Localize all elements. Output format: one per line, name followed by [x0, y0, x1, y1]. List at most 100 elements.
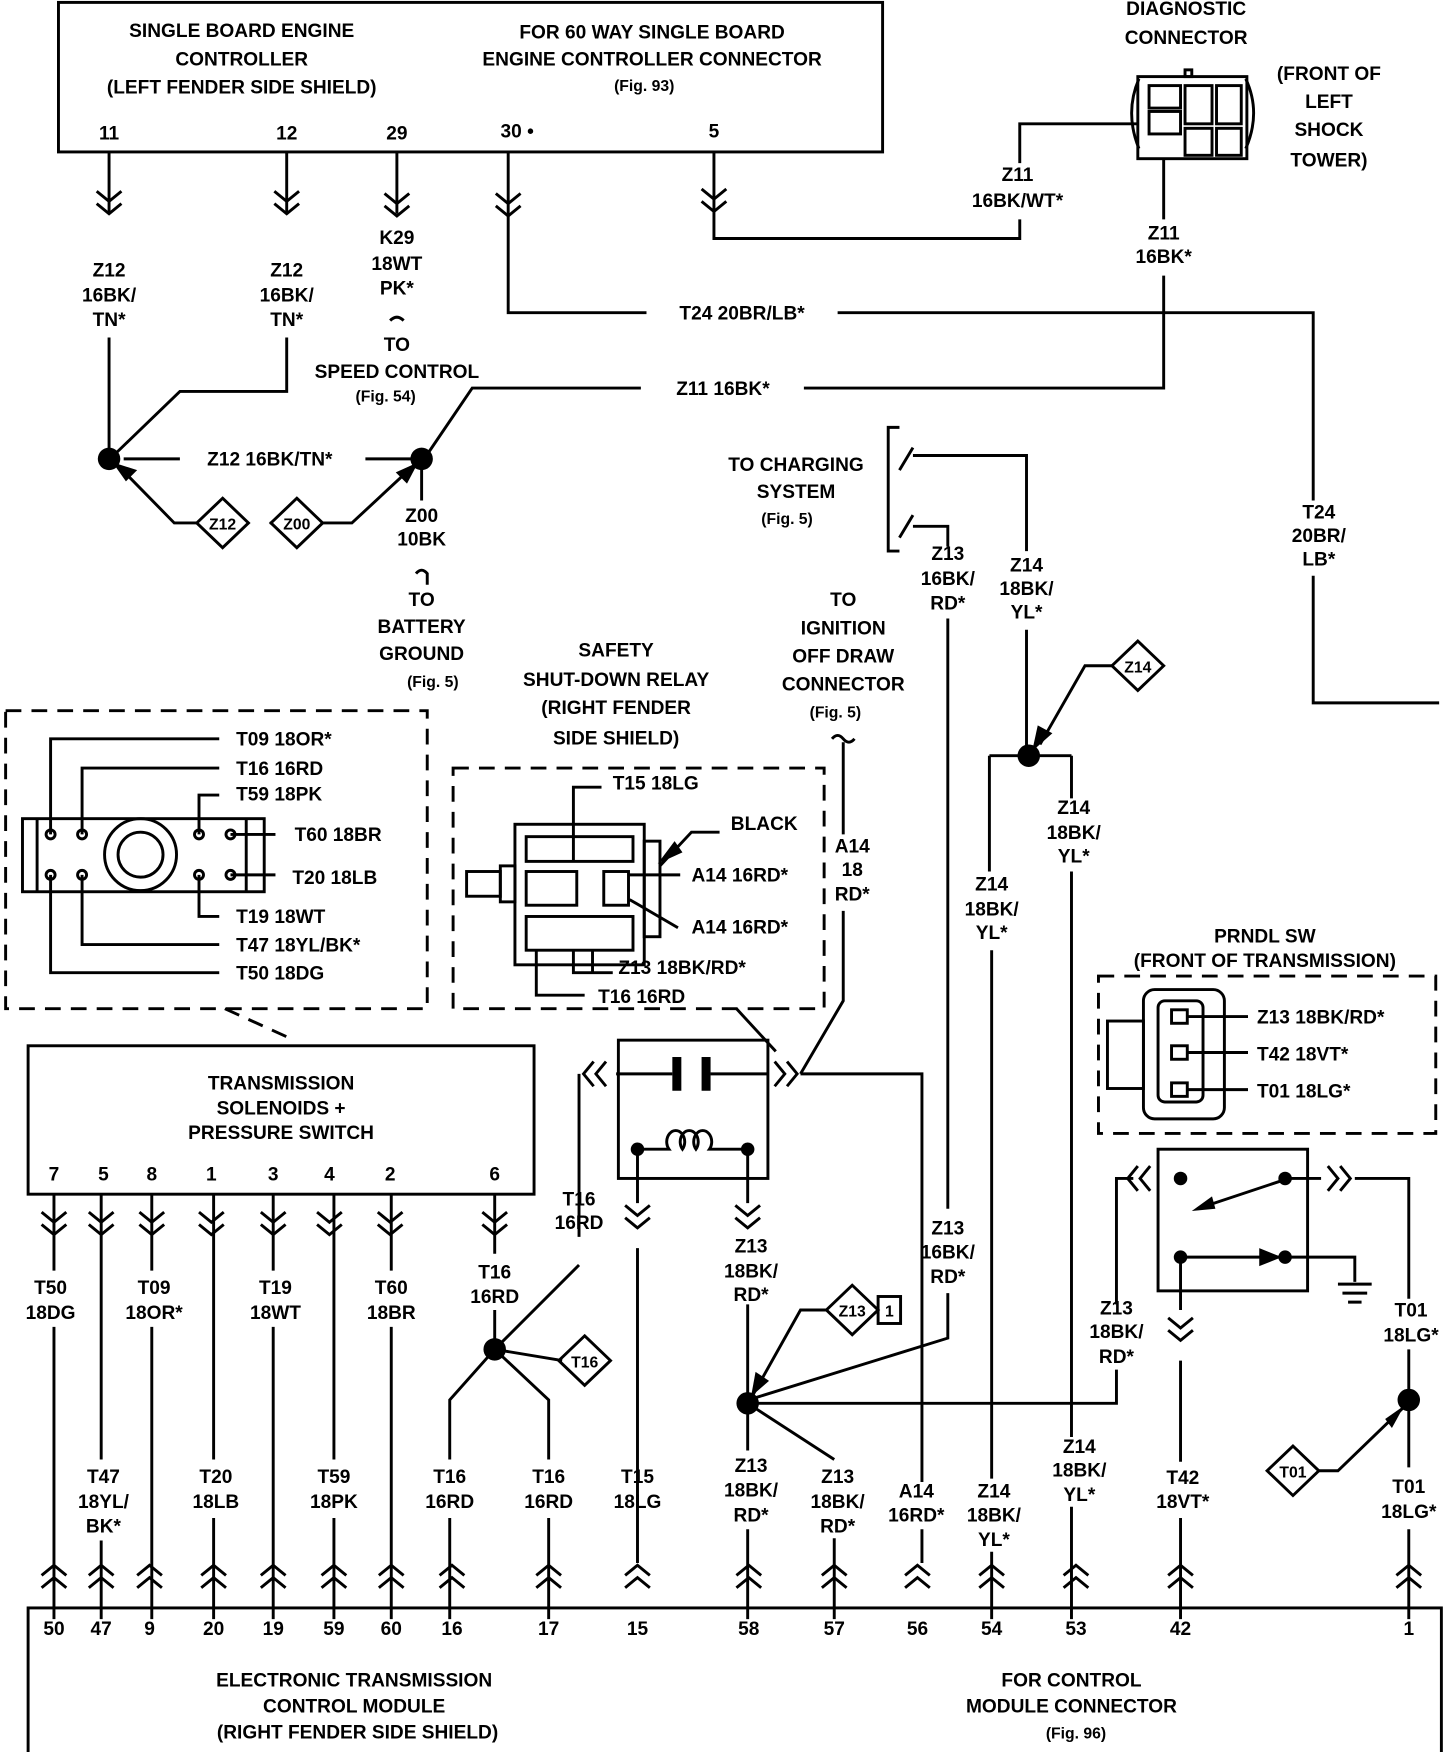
diag-location: (FRONT OF	[1277, 64, 1381, 85]
relay-wire-label: T16 16RD	[598, 987, 685, 1008]
speed-control-ref: (Fig. 54)	[355, 389, 415, 406]
wire-label: 16BK/	[260, 285, 315, 306]
prndl-title: (FRONT OF TRANSMISSION)	[1134, 951, 1396, 972]
etcm-pin: 57	[824, 1619, 845, 1640]
connector-chevron-icon	[95, 190, 123, 216]
connector-wire-label: T59 18PK	[236, 785, 322, 806]
transmission-pin: 8	[146, 1165, 157, 1186]
transmission-pin: 7	[49, 1165, 60, 1186]
ignition-off-draw-wiring: TO IGNITION OFF DRAW CONNECTOR (Fig. 5) …	[782, 590, 905, 1075]
ecm-pin: 11	[99, 124, 120, 145]
splice-t01	[1264, 1444, 1321, 1498]
wire-label: T15	[621, 1467, 654, 1488]
diag-location: TOWER)	[1290, 151, 1367, 172]
connector-chevron-icon	[494, 192, 522, 218]
diagnostic-connector: DIAGNOSTIC CONNECTOR (FRONT OF LEFT SHOC…	[1125, 0, 1381, 172]
wire-label: T09	[138, 1278, 171, 1299]
connector-pin	[44, 828, 57, 841]
relay-wire-label: A14 16RD*	[691, 866, 788, 887]
wire-label: 18BK/	[1047, 823, 1102, 844]
wire-label: T50	[34, 1278, 67, 1299]
etcm-pin: 42	[1170, 1619, 1191, 1640]
connector-chevron-icon	[198, 1211, 225, 1237]
wire-label: 18DG	[26, 1303, 76, 1324]
connector-chevron-icon	[481, 1211, 508, 1237]
etcm-title: ELECTRONIC TRANSMISSION	[216, 1671, 492, 1692]
connector-chevron-icon	[1167, 1316, 1194, 1343]
relay-schematic: T16 16RD Z13 18BK/ RD*	[499, 1038, 924, 1563]
wire-label: LB*	[1302, 550, 1335, 571]
diag-location: SHOCK	[1294, 120, 1363, 141]
ecm-title: CONTROLLER	[175, 49, 308, 70]
wire-label: 10BK	[397, 529, 446, 550]
connector-chevron-icon	[624, 1563, 651, 1589]
wire-label: RD*	[734, 1285, 770, 1306]
wire-label: YL*	[1063, 1485, 1095, 1506]
relay-wire-label: A14 16RD*	[691, 917, 788, 938]
ecm-connector-label: FOR 60 WAY SINGLE BOARD	[519, 22, 784, 43]
splice-label: Z13	[839, 1304, 866, 1321]
connector-chevron-icon	[438, 1563, 466, 1589]
connector-chevron-icon	[1062, 1563, 1090, 1589]
wire-label: 18	[842, 860, 864, 881]
safety-relay-detail: SAFETY SHUT-DOWN RELAY (RIGHT FENDER SID…	[451, 641, 826, 1053]
connector-chevron-icon	[87, 1563, 115, 1589]
connector-wire-label: T16 16RD	[236, 759, 323, 780]
relay-wire-label: Z13 18BK/RD*	[618, 958, 746, 979]
etcm-pin: 53	[1065, 1619, 1086, 1640]
splice-label: T16	[571, 1354, 598, 1371]
wire-label: Z11	[1002, 165, 1034, 186]
wire-label: 20BR/	[1292, 526, 1347, 547]
wire-label: Z13	[735, 1237, 768, 1258]
prndl-wire-label: Z13 18BK/RD*	[1257, 1007, 1385, 1028]
wire-label: YL*	[1058, 847, 1090, 868]
connector-chevron-icon	[377, 1563, 405, 1589]
etcm-title: (RIGHT FENDER SIDE SHIELD)	[217, 1722, 498, 1743]
diag-title: CONNECTOR	[1125, 28, 1248, 49]
connector-pin	[76, 868, 89, 881]
connector-wire-label: T50 18DG	[236, 963, 324, 984]
etcm-pin: 19	[263, 1619, 284, 1640]
connector-wire-label: T20 18LB	[292, 868, 377, 889]
etcm-pin: 60	[381, 1619, 402, 1640]
wire-label: 18LG*	[1383, 1325, 1439, 1346]
connector-chevron-icon	[316, 1211, 343, 1237]
charging-system-wiring: TO CHARGING SYSTEM (Fig. 5) Z13 16BK/ RD…	[728, 425, 1166, 1620]
ecm-title: SINGLE BOARD ENGINE	[129, 21, 354, 42]
wire-label: 16BK/	[921, 569, 976, 590]
prndl-switch: PRNDL SW (FRONT OF TRANSMISSION) Z13 18B…	[1097, 926, 1439, 1620]
wire-label: Z14	[1010, 555, 1043, 576]
wire-label: T19	[259, 1278, 292, 1299]
splice-node	[483, 1338, 506, 1361]
ignition-ref: (Fig. 5)	[810, 704, 862, 721]
wire-label: YL*	[1011, 603, 1043, 624]
connector-chevron-icon	[904, 1563, 931, 1589]
prndl-wire-label: T01 18LG*	[1257, 1081, 1351, 1102]
wire-label: BK*	[86, 1517, 122, 1538]
etcm-title: CONTROL MODULE	[263, 1696, 445, 1717]
wire-label: 18BR	[367, 1303, 416, 1324]
relay-title: SIDE SHIELD)	[553, 728, 679, 749]
etcm-connector-label: MODULE CONNECTOR	[966, 1696, 1177, 1717]
wire-label: Z13	[931, 544, 964, 565]
wire-label: Z14	[1057, 798, 1090, 819]
wire-label: 16BK/	[921, 1242, 976, 1263]
splice-t16	[556, 1333, 613, 1388]
wire-label: RD*	[930, 594, 966, 615]
connector-pin	[224, 868, 237, 881]
wire-label: A14	[899, 1482, 934, 1503]
wire-label: Z12	[93, 261, 126, 282]
transmission-pin: 6	[489, 1165, 500, 1186]
wire-label: Z14	[975, 875, 1008, 896]
ecm-pin: 12	[276, 124, 297, 145]
splice-z14	[1109, 638, 1166, 693]
wire-label: Z11 16BK*	[676, 379, 770, 400]
wire-label: RD*	[930, 1267, 966, 1288]
ignition-ref: IGNITION	[801, 618, 886, 639]
wire-label: 18LG*	[1381, 1502, 1437, 1523]
transmission-control-module: ELECTRONIC TRANSMISSION CONTROL MODULE (…	[26, 1606, 1443, 1752]
relay-wire-label: BLACK	[731, 814, 798, 835]
connector-chevron-icon	[40, 1563, 68, 1589]
transmission-pin: 2	[385, 1165, 396, 1186]
etcm-pin: 1	[1403, 1619, 1414, 1640]
